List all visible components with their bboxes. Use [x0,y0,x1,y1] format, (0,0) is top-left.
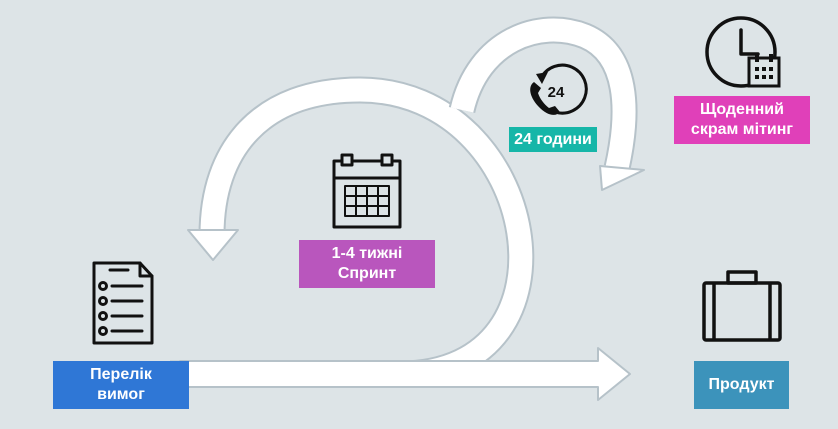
backlog-label-line-2: вимог [97,386,145,403]
standup-label: Щоденний скрам мітинг [674,96,810,144]
sprint-loop-arrow [170,76,535,388]
product-label-text: Продукт [708,376,775,393]
backlog-label: Перелік вимог [53,361,189,409]
sprint-label: 1-4 тижні Спринт [299,240,435,288]
hours-label-text: 24 години [514,130,592,148]
sprint-label-line-1: 1-4 тижні [331,245,403,262]
product-label: Продукт [694,361,789,409]
phone-24-hours-icon: 24 [530,63,588,115]
standup-label-line-1: Щоденний [700,101,784,118]
checklist-document-icon [92,261,154,345]
daily-loop-arrow [448,16,645,191]
hours-label: 24 години [509,127,597,152]
standup-label-line-2: скрам мітинг [690,121,794,138]
svg-text:24: 24 [548,84,565,101]
briefcase-icon [702,270,782,342]
clock-calendar-icon [705,16,781,88]
calendar-icon [332,153,402,229]
backlog-label-line-1: Перелік [90,366,152,383]
sprint-label-line-2: Спринт [337,265,397,282]
product-arrow [179,347,631,401]
